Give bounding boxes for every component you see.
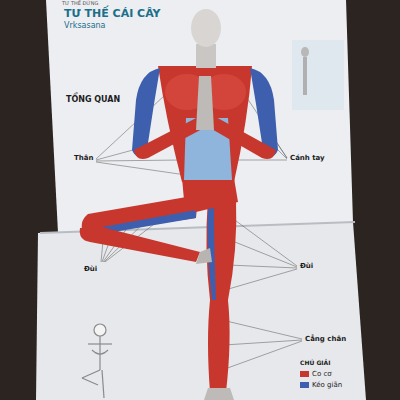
part-label: Thân [74,155,93,163]
legend-entry: Kéo giãn [300,381,342,389]
part-label: Đùi [300,263,313,271]
legend-text: Co cơ [312,370,332,378]
part-label: Cánh tay [290,155,325,163]
running-header: TƯ THẾ ĐỨNG [62,1,98,7]
legend-heading: CHÚ GIẢI [300,360,330,367]
legend-entry: Co cơ [300,370,332,378]
human-figure [80,9,278,400]
section-heading: TỔNG QUAN [66,96,120,105]
book-page [46,0,353,233]
part-label: Cẳng chân [305,336,346,344]
sanskrit-name: Vrksasana [64,22,106,31]
legend-text: Kéo giãn [312,381,342,389]
page-title: TƯ THẾ CÁI CÂY [64,8,161,20]
legend-swatch [300,371,309,377]
part-label: Đùi [84,266,97,274]
inset-panel [292,40,344,110]
skeleton-inset [82,324,112,398]
legend-swatch [300,382,309,388]
book-page [36,222,366,400]
